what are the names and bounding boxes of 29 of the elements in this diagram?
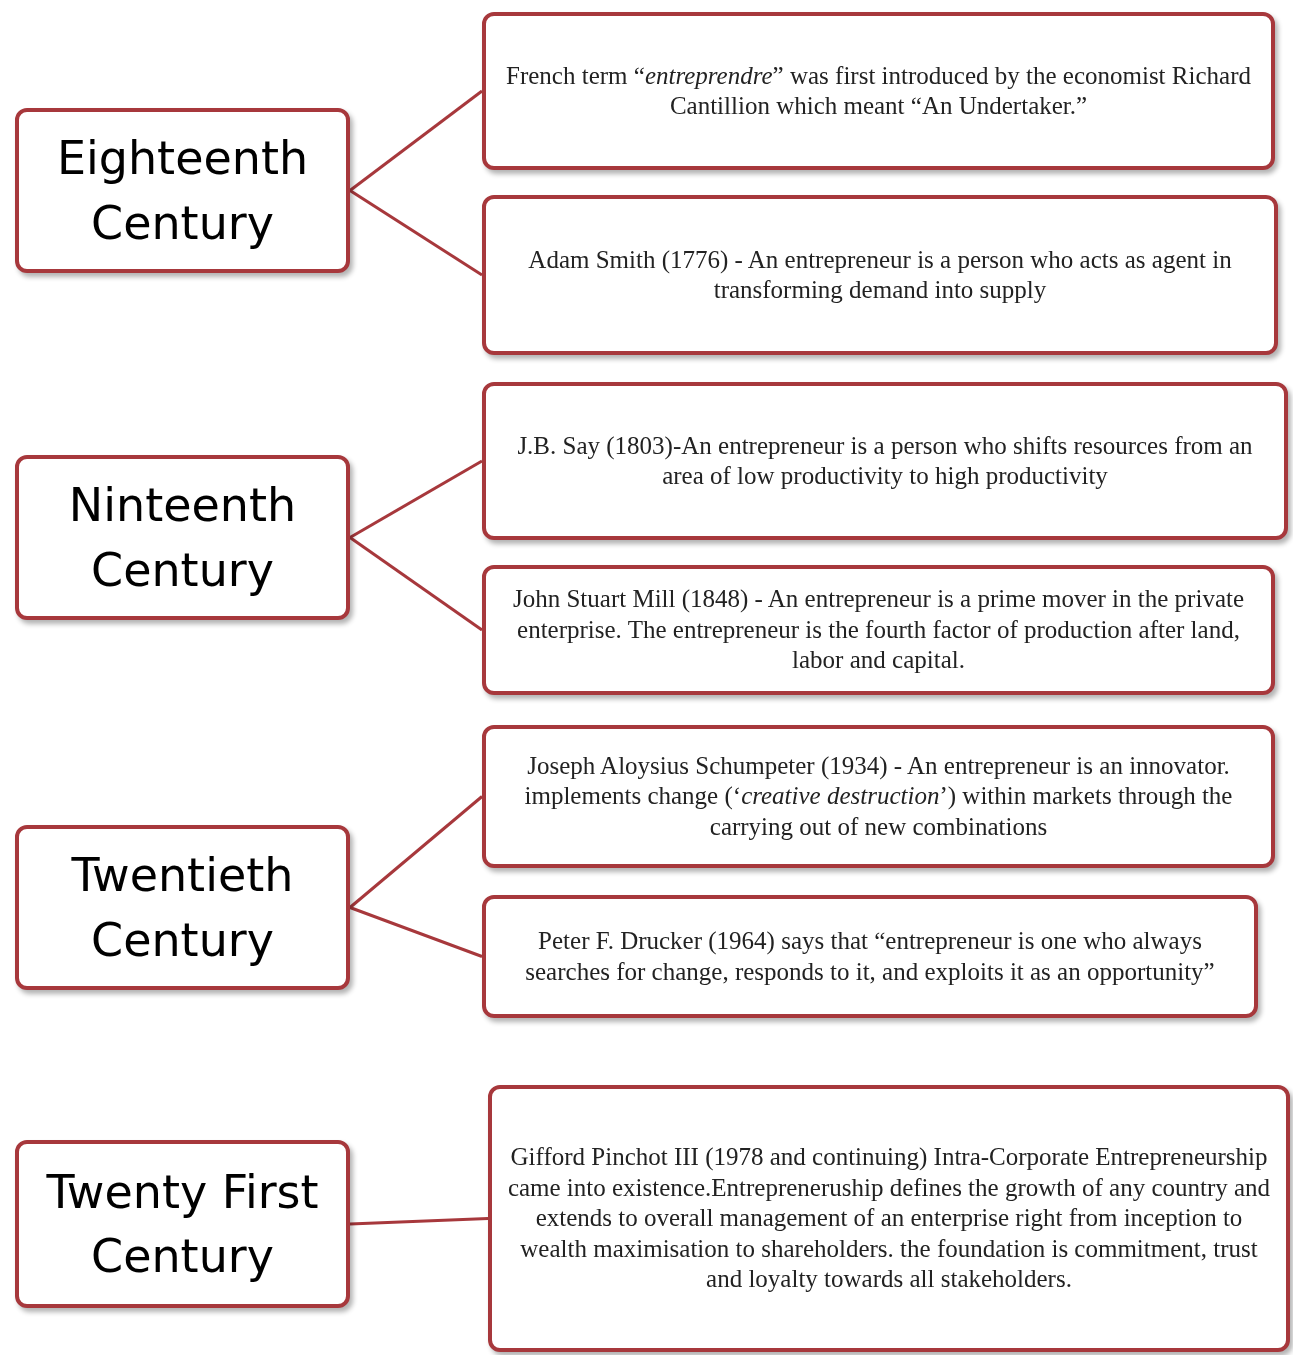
definition-text: Joseph Aloysius Schumpeter (1934) - An entrepreneur is an innovator. implements change (‘creative destruction’) within markets through the carrying out of new combinations (523, 750, 1234, 842)
century-label: Ninteenth Century (67, 477, 298, 599)
century-box (15, 825, 350, 990)
definition-text: Gifford Pinchot III (1978 and continuing) Intra-Corporate Entrepreneurship came into existence.Entrepreneruship defines the growth of any country and extends to overall management of an enterprise right from inception to wealth maximisation to shareholders. the foundation is commitment, trust and loyalty towards all stakeholders. (506, 1142, 1272, 1295)
definition-box (482, 12, 1275, 170)
connector-line (349, 189, 483, 277)
definition-box (488, 1085, 1290, 1352)
century-box (15, 1140, 350, 1308)
definition-box (482, 895, 1258, 1018)
century-label: Twenty First Century (45, 1163, 320, 1285)
connector-line (349, 89, 483, 192)
century-box (15, 108, 350, 273)
connector-line (349, 1217, 489, 1226)
connector-line (349, 795, 483, 909)
definition-text: John Stuart Mill (1848) - An entrepreneur is a prime mover in the private enterprise. The entrepreneur is the fourth factor of production after land, labor and capital. (511, 584, 1246, 676)
definition-box (482, 565, 1275, 695)
definition-text: J.B. Say (1803)-An entrepreneur is a person who shifts resources from an area of low productivity to high productivity (516, 430, 1254, 491)
connector-line (349, 459, 483, 539)
definition-text: Peter F. Drucker (1964) says that “entrepreneur is one who always searches for change, responds to it, and exploits it as an opportunity” (524, 926, 1216, 987)
century-label: Twentieth Century (70, 847, 295, 969)
definition-box (482, 725, 1275, 868)
connector-line (349, 536, 483, 632)
definition-text: Adam Smith (1776) - An entrepreneur is a person who acts as agent in transforming demand into supply (527, 244, 1233, 305)
definition-text: French term “entreprendre” was first introduced by the economist Richard Cantillion which meant “An Undertaker.” (505, 60, 1252, 121)
century-label: Eighteenth Century (55, 130, 310, 252)
century-box (15, 455, 350, 620)
definition-box (482, 382, 1288, 540)
definition-box (482, 195, 1278, 355)
connector-line (349, 906, 483, 958)
